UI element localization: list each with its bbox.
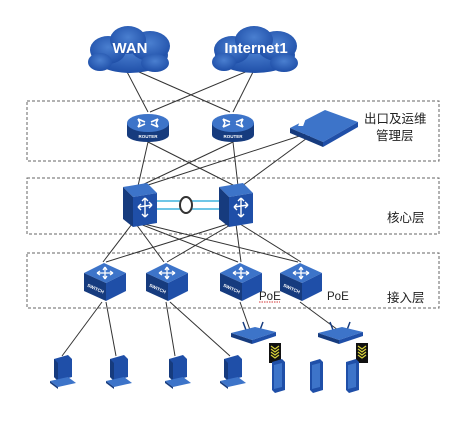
core-stack: 0 <box>154 196 220 214</box>
core-switch-1 <box>123 183 157 227</box>
mobile-phone-3 <box>346 359 359 393</box>
management-server-icon <box>259 110 358 147</box>
link-acc4-ap2 <box>299 301 339 331</box>
router-1-label: ROUTER <box>139 134 159 139</box>
access-switch-icon: SWITCH <box>84 263 126 301</box>
access-switch-3: SWITCH <box>220 263 262 301</box>
wireless-ap-1 <box>231 321 281 363</box>
tier-label-core: 核心层 <box>387 210 425 225</box>
management-server <box>259 110 358 147</box>
pc-3 <box>165 355 191 389</box>
link-router2-core1 <box>139 141 234 187</box>
link-core2-acc2 <box>166 223 233 263</box>
access-switch-2-label: SWITCH <box>148 283 166 295</box>
pc-icon <box>165 355 191 389</box>
core-switch-icon <box>123 183 157 227</box>
cloud-icon <box>212 26 298 73</box>
link-core1-acc4 <box>143 223 299 263</box>
link-acc2-pc3 <box>165 301 176 357</box>
cloud-wan-label: WAN <box>113 40 148 57</box>
link-wan-router1 <box>124 67 149 113</box>
tier-label-egress-line2: 管理层 <box>376 128 414 143</box>
access-switch-3-label: SWITCH <box>222 283 240 295</box>
link-acc2-pc4 <box>169 301 231 357</box>
cloud-icon <box>88 26 170 73</box>
link-core2-acc4 <box>239 223 302 263</box>
link-core2-acc1 <box>105 223 229 263</box>
mobile-phone-icon <box>310 359 323 393</box>
wireless-ap-2 <box>318 321 368 363</box>
access-switch-4-label: SWITCH <box>282 283 300 295</box>
link-core1-acc2 <box>135 223 165 263</box>
poe-label-1: PoE <box>259 291 281 303</box>
router-icon: ROUTER <box>127 114 169 142</box>
pc-2 <box>106 355 132 389</box>
link-internet-router1 <box>149 67 256 113</box>
wireless-ap-icon <box>318 321 363 344</box>
core-switch-icon <box>219 183 253 227</box>
link-wan-router2 <box>129 67 231 113</box>
access-switch-1: SWITCH <box>84 263 126 301</box>
access-switch-icon: SWITCH <box>280 263 322 301</box>
link-router1-core1 <box>137 141 149 187</box>
link-router1-core2 <box>147 141 236 187</box>
mobile-phone-icon <box>346 359 359 393</box>
access-zone <box>26 252 440 309</box>
router-2-label: ROUTER <box>224 134 244 139</box>
tier-label-access: 接入层 <box>387 290 425 305</box>
links-layer <box>61 67 339 357</box>
mobile-phone-1 <box>272 359 285 393</box>
tier-label-egress-line1: 出口及运维 <box>364 111 427 126</box>
router-1: ROUTER <box>127 114 169 142</box>
link-acc1-pc1 <box>61 301 103 357</box>
mobile-phone-2 <box>310 359 323 393</box>
poe-label-2: PoE <box>327 291 349 303</box>
link-router2-core2 <box>232 141 239 187</box>
egress-zone <box>26 100 440 162</box>
router-2: ROUTER <box>212 114 254 142</box>
wifi-signal-icon <box>269 343 281 363</box>
core-zone <box>26 177 440 235</box>
link-core2-acc3 <box>235 223 242 263</box>
wireless-ap-icon <box>231 321 276 344</box>
cloud-internet1-label: Internet1 <box>224 40 287 57</box>
cloud-wan: WAN <box>88 26 170 73</box>
stack-ring <box>179 196 193 214</box>
cloud-internet1: Internet1 <box>212 26 298 73</box>
wifi-signal-icon <box>356 343 368 363</box>
access-switch-icon: SWITCH <box>220 263 262 301</box>
link-server-core1 <box>144 129 319 187</box>
access-switch-icon: SWITCH <box>146 263 188 301</box>
pc-icon <box>50 355 76 389</box>
link-acc3-ap1 <box>239 301 251 331</box>
router-icon: ROUTER <box>212 114 254 142</box>
pc-4 <box>220 355 246 389</box>
pc-icon <box>220 355 246 389</box>
pc-icon <box>106 355 132 389</box>
stack-link-label: 0 <box>186 208 187 210</box>
access-switch-4: SWITCH <box>280 263 322 301</box>
link-core1-acc3 <box>139 223 239 263</box>
pc-1 <box>50 355 76 389</box>
core-switch-2 <box>219 183 253 227</box>
link-internet-router2 <box>232 67 256 113</box>
link-core1-acc1 <box>102 223 133 263</box>
access-switch-2: SWITCH <box>146 263 188 301</box>
access-switch-1-label: SWITCH <box>86 283 104 295</box>
link-acc1-pc2 <box>105 301 117 357</box>
mobile-phone-icon <box>272 359 285 393</box>
